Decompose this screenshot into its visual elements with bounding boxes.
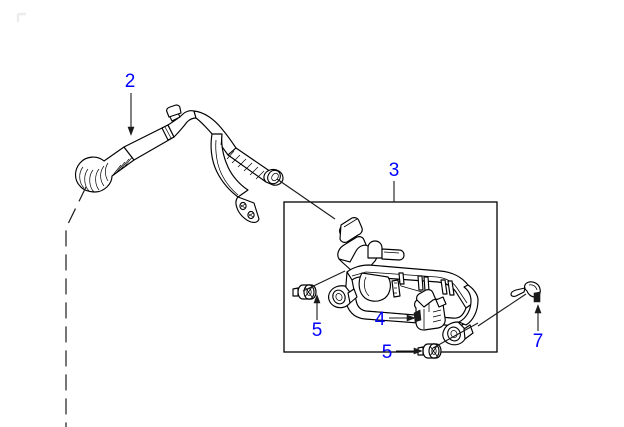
housing-clip-tab-a xyxy=(417,275,430,292)
mounting-bolt-upper xyxy=(292,284,317,300)
bolt-5a-reference-line xyxy=(302,270,346,292)
housing-sensor-boss xyxy=(391,279,401,298)
housing-lower-web xyxy=(344,271,479,327)
coolant-hose-part xyxy=(74,104,284,223)
callout-4-arrowhead xyxy=(406,314,416,322)
callout-label-4: 4 xyxy=(375,309,386,330)
coolant-temperature-sensor-part xyxy=(398,280,447,331)
callout-label-5-lower: 5 xyxy=(382,342,393,363)
callout-label-7: 7 xyxy=(533,331,544,352)
thermostat-housing-assembly-part xyxy=(328,217,479,346)
housing-thermostat-chamber xyxy=(358,272,391,302)
callout-label-2: 2 xyxy=(125,71,136,92)
callout-5a-arrowhead xyxy=(313,294,321,304)
retaining-bolt-part xyxy=(510,281,541,303)
callout-label-5-upper: 5 xyxy=(312,320,323,341)
hose-left-bellows-end xyxy=(74,146,135,193)
bolt-5b-reference-line xyxy=(432,322,479,349)
callout-leaders xyxy=(127,93,542,355)
housing-end-cap xyxy=(458,284,479,326)
housing-clip-tab-c xyxy=(398,272,405,285)
bolt-7-reference-line xyxy=(477,293,527,327)
housing-clip-tab-b xyxy=(440,279,455,296)
top-left-corner-mark xyxy=(16,12,26,22)
assembly-group-box xyxy=(283,201,498,353)
callout-labels: 2 3 4 5 5 7 xyxy=(125,71,544,363)
reference-lines xyxy=(65,178,527,427)
hose-end-dashed-reference-line xyxy=(65,186,87,427)
hose-support-bracket xyxy=(210,133,260,223)
housing-outlet-nipple xyxy=(367,240,405,261)
callout-label-3: 3 xyxy=(389,160,400,181)
hose-right-bellows xyxy=(226,147,275,183)
callout-2-arrowhead xyxy=(127,126,135,136)
callout-5b-arrowhead xyxy=(413,347,423,355)
housing-right-mounting-flange xyxy=(442,321,474,346)
hose-apex-nipple xyxy=(166,104,182,118)
housing-left-mounting-flange xyxy=(328,285,358,309)
hose-to-housing-reference-line xyxy=(276,178,336,220)
callout-7-arrowhead xyxy=(534,304,542,314)
